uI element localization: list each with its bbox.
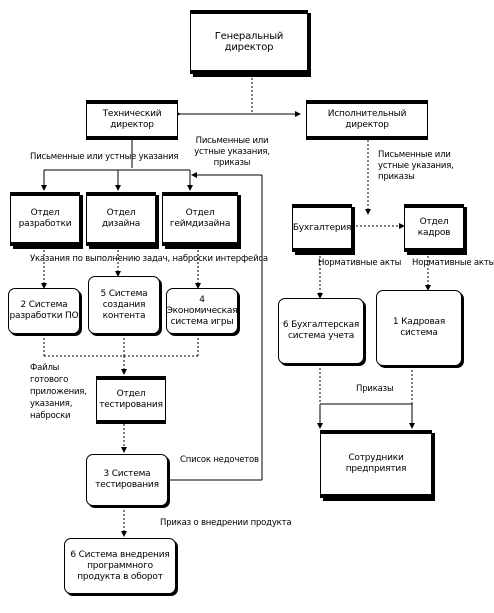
label-orders-left: Письменные или устные указания xyxy=(30,152,179,162)
tech-director-box: Технический директор xyxy=(86,100,178,140)
accounting-box: Бухгалтерия xyxy=(292,204,352,252)
sys-content-label: 5 Система создания контента xyxy=(100,288,148,321)
testing-dept-label: Отдел тестирования xyxy=(99,389,163,410)
sys-content-box: 5 Система создания контента xyxy=(88,276,160,334)
design-dept-box: Отдел дизайна xyxy=(86,192,156,246)
label-product-release: Приказ о внедрении продукта xyxy=(160,518,292,528)
employees-label: Сотрудники предприятия xyxy=(345,453,407,474)
label-orders-bottom: Приказы xyxy=(356,384,394,394)
sys-release-box: 6 Система внедрения программного продукт… xyxy=(64,538,176,594)
label-defects-list: Список недочетов xyxy=(180,455,259,465)
label-normative-acts-2: Нормативные акты xyxy=(412,258,494,268)
testing-dept-box: Отдел тестирования xyxy=(96,376,166,424)
hr-dept-label: Отдел кадров xyxy=(417,217,451,238)
design-dept-label: Отдел дизайна xyxy=(101,208,141,229)
sys-hr-label: 1 Кадровая система xyxy=(392,317,446,338)
label-orders-center: Письменные или устные указания, приказы xyxy=(194,136,270,168)
sys-accounting-label: 6 Бухгалтерская система учета xyxy=(282,320,360,341)
exec-director-box: Исполнительный директор xyxy=(306,100,428,140)
dev-dept-box: Отдел разработки xyxy=(10,192,80,246)
sys-testing-box: 3 Система тестирования xyxy=(86,454,168,506)
sys-economic-box: 4 Экономическая система игры xyxy=(166,288,238,334)
label-orders-right: Письменные или устные указания, приказы xyxy=(378,150,454,182)
accounting-label: Бухгалтерия xyxy=(292,222,352,233)
hr-dept-box: Отдел кадров xyxy=(404,204,464,252)
label-normative-acts-1: Нормативные акты xyxy=(318,258,402,268)
general-director-label: Генеральный директор xyxy=(214,31,284,53)
sys-testing-label: 3 Система тестирования xyxy=(95,469,159,490)
sys-hr-box: 1 Кадровая система xyxy=(376,290,462,366)
tech-director-label: Технический директор xyxy=(102,109,162,130)
sys-accounting-box: 6 Бухгалтерская система учета xyxy=(278,298,364,364)
general-director-box: Генеральный директор xyxy=(190,10,308,74)
sys-dev-env-label: 2 Система разработки ПО xyxy=(9,300,79,321)
label-task-reports: Указания по выполнению задач, наброски и… xyxy=(30,254,268,264)
sys-release-label: 6 Система внедрения программного продукт… xyxy=(70,549,170,582)
sys-dev-env-box: 2 Система разработки ПО xyxy=(8,288,80,334)
sys-economic-label: 4 Экономическая система игры xyxy=(166,294,238,327)
gamedesign-dept-label: Отдел геймдизайна xyxy=(169,208,231,229)
label-finished-files: Файлы готового приложения, указания, наб… xyxy=(30,363,87,421)
employees-box: Сотрудники предприятия xyxy=(320,430,432,498)
dev-dept-label: Отдел разработки xyxy=(18,208,72,229)
exec-director-label: Исполнительный директор xyxy=(327,109,407,130)
gamedesign-dept-box: Отдел геймдизайна xyxy=(162,192,238,246)
